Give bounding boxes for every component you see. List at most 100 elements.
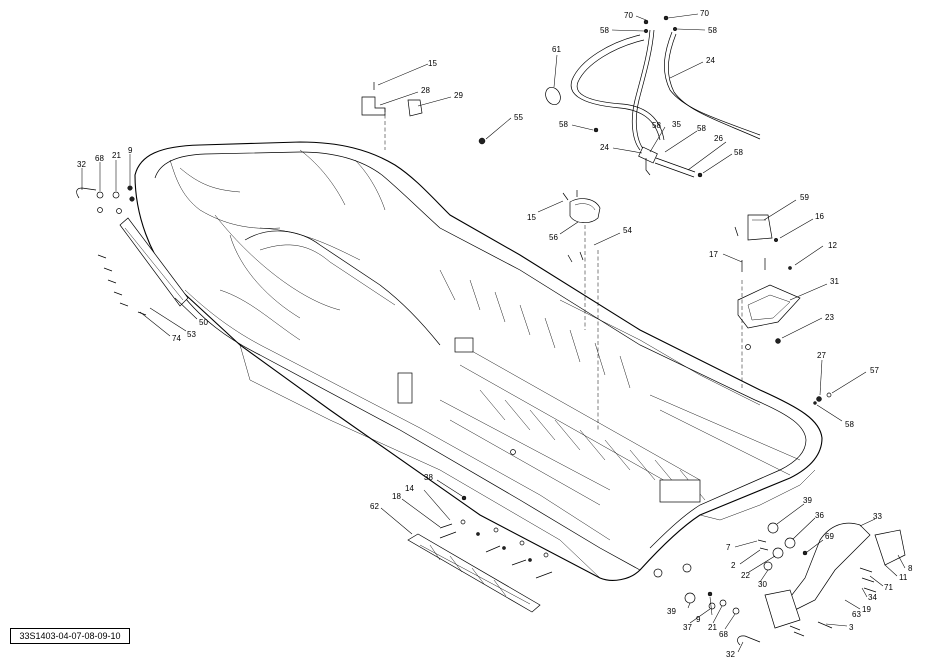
- callout-30: 30: [758, 580, 767, 589]
- screw-69: [802, 550, 808, 556]
- reservoir-56: [562, 190, 601, 330]
- handle-32: [76, 187, 97, 199]
- callout-39: 39: [803, 496, 812, 505]
- callout-58: 58: [845, 420, 854, 429]
- callout-9: 9: [696, 615, 701, 624]
- bracket-block: [454, 337, 474, 353]
- washer: [493, 527, 499, 533]
- callout-68: 68: [95, 154, 104, 163]
- callout-32: 32: [77, 160, 86, 169]
- callout-21: 21: [708, 623, 717, 632]
- leader-lines: [81, 13, 906, 653]
- callout-58: 58: [708, 26, 717, 35]
- washer-21: [112, 191, 120, 199]
- fitting-36: [784, 537, 796, 549]
- callout-9: 9: [128, 146, 133, 155]
- drain-plug-hole: [682, 563, 692, 573]
- bracket-block: [397, 372, 413, 404]
- step-plate: [764, 589, 801, 629]
- washer-21: [116, 208, 122, 214]
- callout-56: 56: [549, 233, 558, 242]
- callout-58: 58: [697, 124, 706, 133]
- relay-59: [747, 214, 773, 241]
- callout-31: 31: [830, 277, 839, 286]
- hull-body: [134, 141, 823, 581]
- callout-62: 62: [370, 502, 379, 511]
- callout-35: 35: [672, 120, 681, 129]
- rear-boarding-group: [684, 522, 906, 646]
- clamp-58: [672, 26, 678, 32]
- drain-plug-hole: [653, 568, 663, 578]
- fastener-point: [510, 449, 516, 455]
- front-bumper-group: [97, 217, 189, 316]
- nut: [476, 532, 480, 536]
- callout-55: 55: [514, 113, 523, 122]
- callout-24: 24: [600, 143, 609, 152]
- electrical-box-group: [734, 214, 801, 390]
- bolt-17: [741, 258, 766, 272]
- clamp-58: [697, 172, 703, 178]
- callout-22: 22: [741, 571, 750, 580]
- callout-15: 15: [428, 59, 437, 68]
- callout-24: 24: [706, 56, 715, 65]
- callout-68: 68: [719, 630, 728, 639]
- callout-14: 14: [405, 484, 414, 493]
- callout-74: 74: [172, 334, 181, 343]
- o-ring-61: [545, 86, 561, 106]
- callout-7: 7: [726, 543, 731, 552]
- jet-pump-tunnel: [659, 479, 701, 503]
- callout-70: 70: [700, 9, 709, 18]
- washer-68: [96, 191, 104, 199]
- support-31: [737, 284, 801, 329]
- callout-50: 50: [199, 318, 208, 327]
- nut-9: [127, 185, 133, 191]
- screw-7-2: [757, 539, 769, 551]
- connector: [734, 226, 739, 237]
- callout-39: 39: [667, 607, 676, 616]
- clip-70: [663, 15, 669, 21]
- callout-26: 26: [714, 134, 723, 143]
- bow-bumper: [119, 217, 189, 307]
- handle-32: [737, 635, 761, 646]
- callout-15: 15: [527, 213, 536, 222]
- bracket-28: [361, 96, 386, 116]
- pin-63: [817, 621, 833, 629]
- clamp-58: [643, 28, 649, 34]
- callout-23: 23: [825, 313, 834, 322]
- grommet-22: [772, 547, 784, 559]
- callout-11: 11: [899, 573, 908, 582]
- callout-53: 53: [187, 330, 196, 339]
- callout-59: 59: [800, 193, 809, 202]
- plug-39: [684, 592, 696, 604]
- sponson-62: [407, 495, 553, 613]
- callout-58: 58: [600, 26, 609, 35]
- callout-58: 58: [559, 120, 568, 129]
- callout-16: 16: [815, 212, 824, 221]
- stud-54: [567, 250, 599, 430]
- washer-68: [732, 607, 740, 615]
- bumper-screws: [97, 254, 147, 316]
- plug-38: [461, 495, 467, 501]
- clamp-58: [593, 127, 599, 133]
- callout-21: 21: [112, 151, 121, 160]
- washer: [519, 540, 525, 546]
- callout-57: 57: [870, 366, 879, 375]
- washer-37: [708, 602, 716, 610]
- callout-36: 36: [815, 511, 824, 520]
- callout-32: 32: [726, 650, 735, 659]
- callout-33: 33: [873, 512, 882, 521]
- fitting-30: [763, 561, 773, 571]
- screw-16: [773, 237, 779, 243]
- callout-54: 54: [623, 226, 632, 235]
- callout-34: 34: [868, 593, 877, 602]
- nut-9: [129, 196, 135, 202]
- callout-58: 58: [652, 121, 661, 130]
- callout-12: 12: [828, 241, 837, 250]
- callout-28: 28: [421, 86, 430, 95]
- top-brackets: [361, 82, 423, 150]
- callout-70: 70: [624, 11, 633, 20]
- plug-39: [767, 522, 779, 534]
- clip-27: [816, 396, 822, 402]
- diagram-code: 33S1403-04-07-08-09-10: [10, 628, 130, 644]
